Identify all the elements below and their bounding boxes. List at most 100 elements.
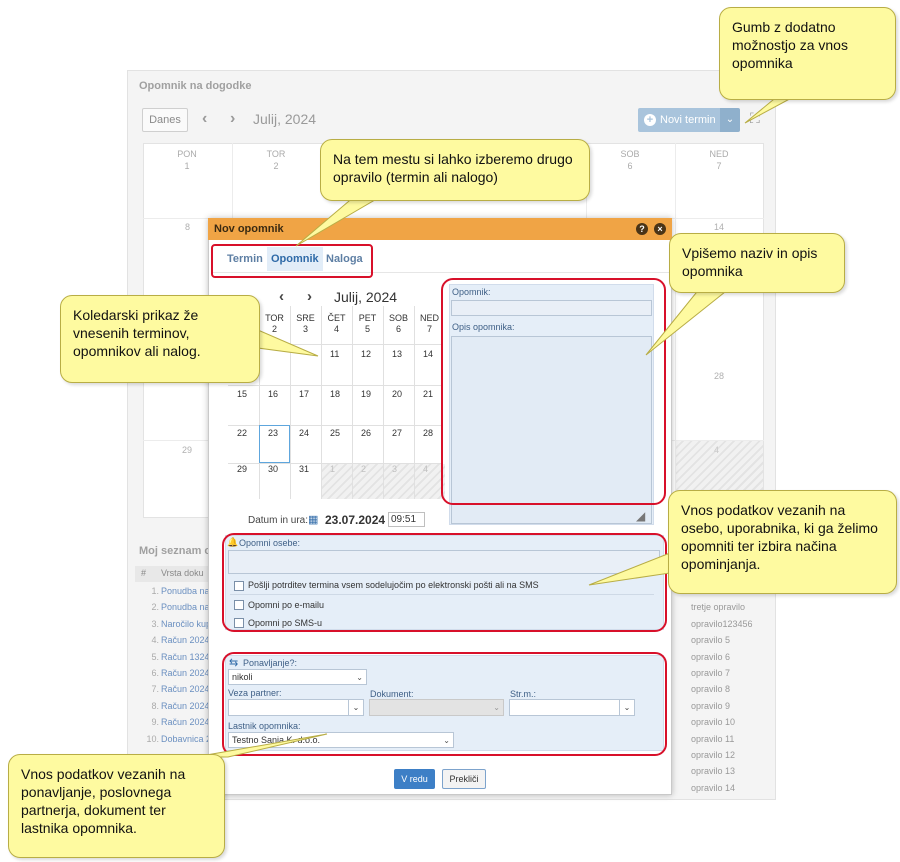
list-item-type[interactable]: Ponudba na <box>161 586 210 596</box>
today-button[interactable]: Danes <box>142 108 188 132</box>
cal-day-cell[interactable]: 13 <box>392 349 403 359</box>
today-cell[interactable] <box>259 425 290 463</box>
cal-day-cell[interactable]: 21 <box>423 389 434 399</box>
cal-day-cell[interactable]: 31 <box>299 464 310 474</box>
confirm-checkbox[interactable] <box>234 581 244 591</box>
list-item-type[interactable]: Ponudba na <box>161 602 210 613</box>
list-item-type[interactable]: Račun 2024 <box>161 635 210 646</box>
cal-day-cell[interactable]: 30 <box>268 464 279 474</box>
document-select[interactable]: ⌄ <box>369 699 504 716</box>
callout-top-right: Gumb z dodatno možnostjo za vnos opomnik… <box>719 7 896 100</box>
list-item-type[interactable]: Naročilo kup <box>161 618 212 629</box>
email-label: Opomni po e-mailu <box>248 600 325 610</box>
cal-prev-icon[interactable]: ‹ <box>279 288 284 305</box>
description-textarea[interactable] <box>451 336 652 524</box>
list-item[interactable]: opravilo 14 <box>135 780 771 796</box>
cal-outside-month <box>384 464 414 499</box>
cal-day-cell[interactable]: 4 <box>423 464 429 474</box>
cal-day-cell[interactable]: 23 <box>268 428 279 438</box>
list-item[interactable]: 1.Ponudba na <box>135 583 771 599</box>
cal-day-cell[interactable]: 17 <box>299 389 310 399</box>
cal-day-cell[interactable]: 15 <box>237 389 248 399</box>
close-icon[interactable]: × <box>654 223 666 235</box>
cal-day-cell[interactable]: 11 <box>330 349 340 359</box>
list-item[interactable]: 8.Račun 2024 opravilo 9 <box>135 698 771 714</box>
list-item-num: 10. <box>146 733 159 744</box>
partner-select[interactable]: ⌄ <box>228 699 364 716</box>
list-item-type[interactable]: Račun 2024 <box>161 668 210 678</box>
list-item[interactable]: opravilo 12 <box>135 747 771 763</box>
list-item-type[interactable]: Račun 2024 <box>161 717 210 728</box>
question-icon[interactable]: ? <box>636 223 648 235</box>
annotation-persons-frame <box>222 533 667 632</box>
partner-label: Veza partner: <box>228 688 282 698</box>
list-item-type[interactable]: Dobavnica 2 <box>161 733 212 744</box>
grid-line <box>228 425 442 426</box>
tab-termin[interactable]: Termin <box>227 253 263 265</box>
cal-day-cell[interactable]: 12 <box>361 349 372 359</box>
cal-day-cell[interactable]: 20 <box>392 389 403 399</box>
chevron-right-icon[interactable]: › <box>230 110 236 127</box>
cal-day-cell[interactable]: 25 <box>330 428 341 438</box>
sms-checkbox[interactable] <box>234 618 244 628</box>
cal-day-cell[interactable]: 14 <box>423 349 434 359</box>
cal-day-cell[interactable]: 1 <box>330 464 336 474</box>
email-checkbox[interactable] <box>234 600 244 610</box>
divider <box>230 594 654 595</box>
pointer-persons <box>588 552 671 586</box>
cal-day-cell[interactable]: 19 <box>361 389 372 399</box>
cal-day-cell[interactable]: 27 <box>392 428 403 438</box>
list-item-type[interactable]: Račun 2024 <box>161 700 210 711</box>
new-event-button[interactable]: + Novi termin <box>638 108 720 132</box>
chevron-left-icon[interactable]: ‹ <box>202 110 208 127</box>
repeat-select[interactable]: nikoli⌄ <box>228 669 367 685</box>
bg-day-number: 29 <box>182 445 193 455</box>
list-item-num: 9. <box>151 717 159 728</box>
cal-day-cell[interactable]: 16 <box>268 389 279 399</box>
list-item-num: 7. <box>151 684 159 695</box>
cal-month-label: Julij, 2024 <box>334 289 398 305</box>
cal-day-cell[interactable]: 24 <box>299 428 310 438</box>
resize-handle-icon[interactable]: ◢ <box>636 509 646 523</box>
list-item-type[interactable]: Račun 2024 <box>161 684 210 695</box>
cal-next-icon[interactable]: › <box>307 288 312 305</box>
place-select[interactable]: ⌄ <box>509 699 635 716</box>
cancel-button[interactable]: Prekliči <box>442 769 486 789</box>
cal-day-cell[interactable]: 2 <box>361 464 367 474</box>
list-item-type[interactable]: Račun 1324 <box>161 651 210 662</box>
tab-opomnik[interactable]: Opomnik <box>267 247 323 271</box>
date-value[interactable]: 23.07.2024 <box>325 513 386 527</box>
cal-day-cell[interactable]: 26 <box>361 428 372 438</box>
reminder-input[interactable] <box>451 300 652 316</box>
ok-button[interactable]: V redu <box>394 769 435 789</box>
list-item-num: 8. <box>151 700 159 711</box>
persons-input[interactable] <box>228 550 660 574</box>
cal-day-cell[interactable]: 29 <box>237 464 248 474</box>
new-event-dropdown-button[interactable]: ⌄ <box>720 108 740 132</box>
list-item-task: opravilo 9 <box>691 700 731 711</box>
repeat-label: Ponavljanje?: <box>243 658 298 668</box>
cal-day-cell[interactable]: 18 <box>330 389 341 399</box>
calendar-icon[interactable]: ▦ <box>308 514 319 526</box>
list-item[interactable]: opravilo 13 <box>135 763 771 779</box>
time-input[interactable]: 09:51 <box>388 512 425 527</box>
cal-day-cell[interactable]: 3 <box>392 464 398 474</box>
grid-line <box>290 306 291 499</box>
cal-day-cell[interactable]: 28 <box>423 428 434 438</box>
list-item-num: 6. <box>151 668 159 678</box>
list-title: Moj seznam op <box>139 545 218 557</box>
grid-line <box>228 385 442 386</box>
cal-day-cell[interactable]: 22 <box>237 428 248 438</box>
tab-naloga[interactable]: Naloga <box>326 253 363 265</box>
reminder-label: Opomnik: <box>452 287 491 297</box>
